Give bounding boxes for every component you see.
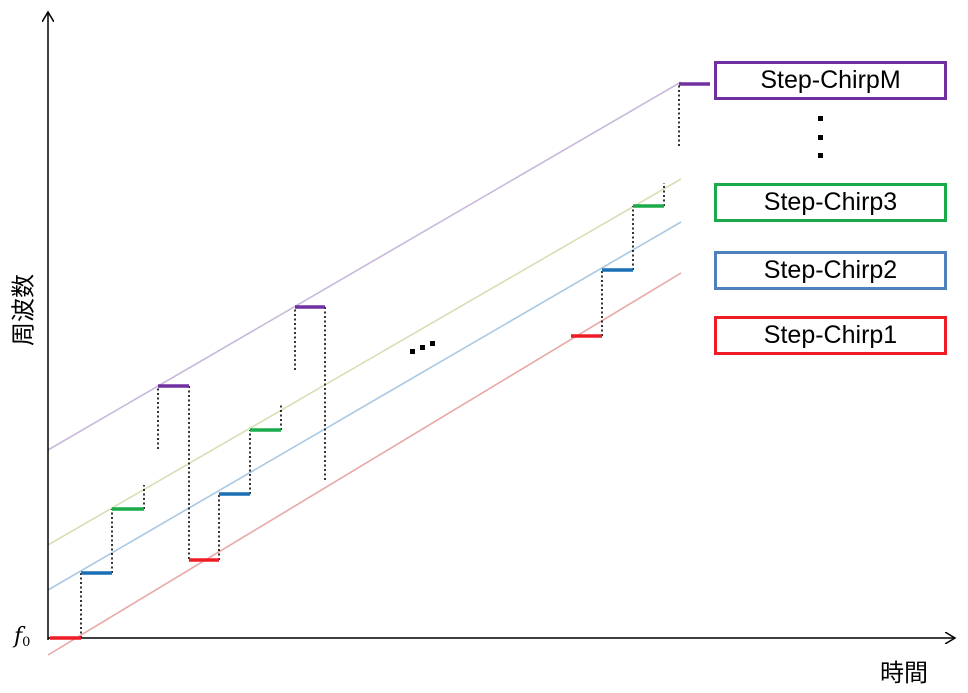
vertical-ellipsis-icon	[813, 116, 827, 158]
chirp3-steps	[112, 204, 664, 511]
legend-step-chirp-m: Step-ChirpM	[714, 61, 947, 100]
guide-line-chirp2	[47, 221, 682, 591]
legend-step-chirp-1: Step-Chirp1	[714, 316, 947, 355]
origin-label: f0	[14, 624, 31, 650]
chirp2-steps	[81, 268, 633, 575]
legend-step-chirp-3: Step-Chirp3	[714, 183, 947, 222]
guide-line-chirp3	[47, 178, 682, 546]
chirpM-steps	[158, 82, 710, 388]
horizontal-ellipsis-icon	[410, 341, 435, 354]
x-axis-label: 時間	[880, 659, 928, 687]
guide-line-chirpM	[47, 81, 682, 451]
dotted-connectors	[80, 84, 680, 638]
legend-step-chirp-2: Step-Chirp2	[714, 251, 947, 290]
guide-line-chirp1	[47, 272, 682, 656]
chirp1-steps	[50, 334, 602, 640]
origin-subscript: 0	[22, 635, 31, 650]
y-axis-label: 周波数	[9, 274, 38, 346]
